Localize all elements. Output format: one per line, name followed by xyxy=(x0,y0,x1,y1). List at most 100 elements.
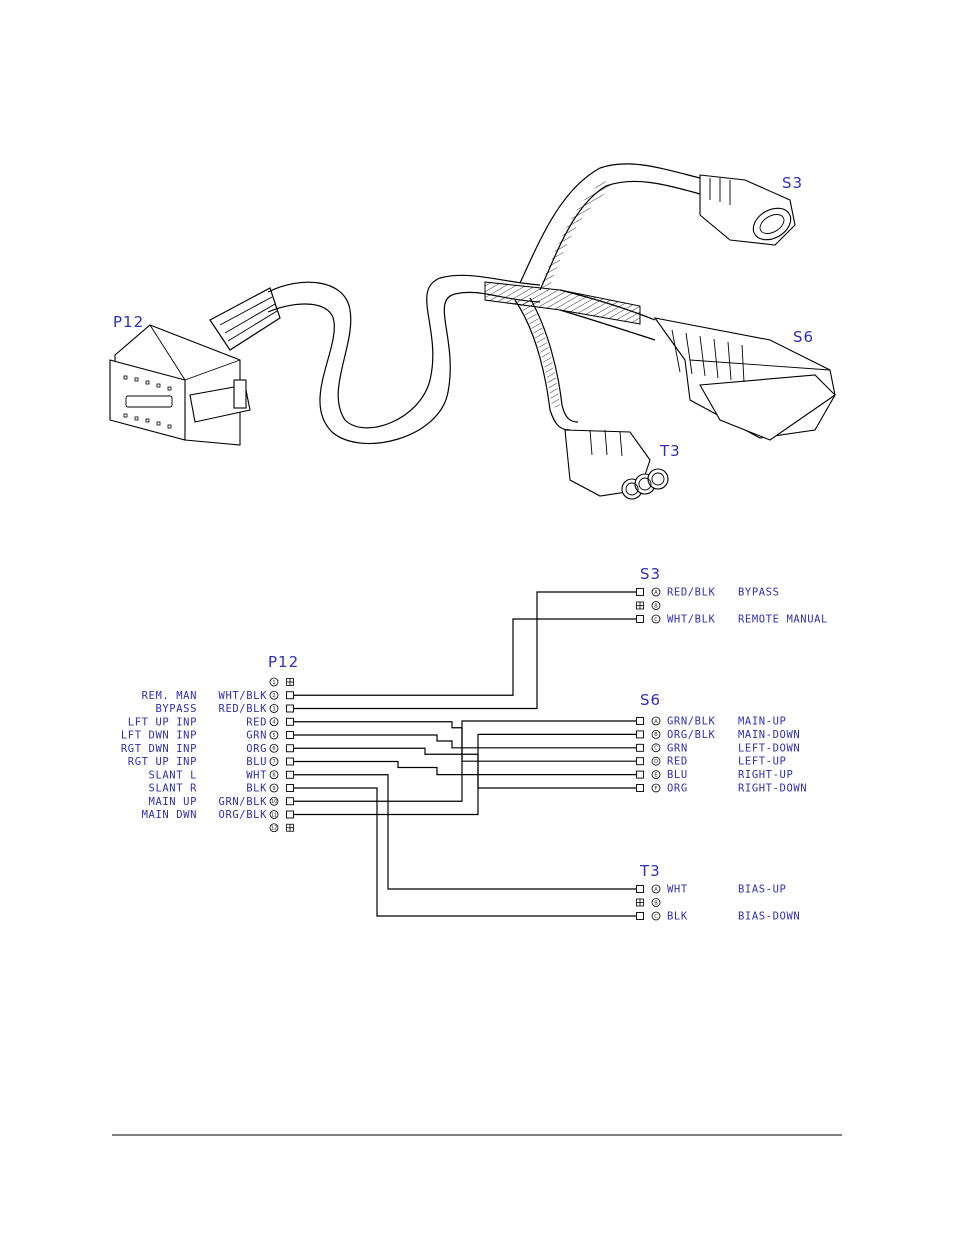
wire-P12-3-to-S3-A xyxy=(294,591,636,710)
p12-wire-color: RED xyxy=(246,716,267,728)
s3-title: S3 xyxy=(640,565,661,583)
s6-wire-color: BLU xyxy=(667,769,688,781)
p12-signal-label: BYPASS xyxy=(155,703,197,715)
pin-number: F xyxy=(655,786,658,792)
t3-function-label: BIAS-DOWN xyxy=(738,911,800,923)
p12-illustration-label: P12 xyxy=(113,313,144,331)
p12-wire-color: WHT xyxy=(246,769,267,781)
pin-number: A xyxy=(654,887,658,893)
p12-signal-label: LFT DWN INP xyxy=(121,730,197,742)
s3-connector-drawing xyxy=(699,174,796,246)
t3-function-label: BIAS-UP xyxy=(738,884,786,896)
pin-number: 9 xyxy=(272,786,275,792)
t3-wire-color: WHT xyxy=(667,884,688,896)
t3-pin-C: C xyxy=(636,911,661,921)
pin-number: 6 xyxy=(272,746,275,752)
s6-wire-color: GRN/BLK xyxy=(667,716,716,728)
wire-P12-10-to-S6-A xyxy=(294,720,636,802)
s6-function-label: MAIN-UP xyxy=(738,716,786,728)
t3-wire-color: BLK xyxy=(667,911,688,923)
s6-title: S6 xyxy=(640,691,661,709)
pin-number: 5 xyxy=(272,733,275,739)
pin-number: 11 xyxy=(271,812,277,818)
harness-cable xyxy=(209,163,701,445)
p12-pin-11: 11 xyxy=(269,810,294,819)
pin-number: E xyxy=(654,772,657,778)
p12-connector-drawing xyxy=(109,324,251,446)
t3-pin-A: A xyxy=(636,884,661,894)
pin-number: 2 xyxy=(272,693,275,699)
wire-P12-7-to-S6-E xyxy=(294,760,636,776)
s6-function-label: RIGHT-DOWN xyxy=(738,783,807,795)
p12-wire-color: GRN/BLK xyxy=(219,796,268,808)
p12-wire-color: BLK xyxy=(246,783,267,795)
wire-P12-4-to-S6-D xyxy=(294,721,636,762)
wire-P12-11-to-S6-B xyxy=(294,733,636,816)
s6-illustration-label: S6 xyxy=(793,328,814,346)
p12-signal-label: MAIN DWN xyxy=(142,809,197,821)
pin-number: B xyxy=(654,900,658,906)
t3-connector-drawing xyxy=(564,429,669,500)
p12-title: P12 xyxy=(268,653,299,671)
s3-illustration-label: S3 xyxy=(782,174,803,192)
p12-pin-5: 5 xyxy=(269,730,294,740)
wire-P12-9-to-T3-C xyxy=(294,787,636,917)
s6-function-label: RIGHT-UP xyxy=(738,769,793,781)
t3-pin-list: A WHT BIAS-UP B C BLK BIAS-DOWN xyxy=(636,884,800,923)
p12-pin-10: 10 xyxy=(269,796,294,806)
p12-signal-label: LFT UP INP xyxy=(128,716,197,728)
pin-number: 4 xyxy=(272,720,275,726)
pin-number: C xyxy=(654,914,658,920)
p12-signal-label: SLANT R xyxy=(149,783,198,795)
pin-number: 3 xyxy=(272,706,275,712)
p12-wire-color: GRN xyxy=(246,730,267,742)
p12-wire-color: ORG/BLK xyxy=(219,809,268,821)
harness-illustration: S3 S6 P12 T3 xyxy=(109,163,836,500)
p12-wire-color: ORG xyxy=(246,743,267,755)
wire-P12-2-to-S3-C xyxy=(294,618,636,696)
p12-wire-color: BLU xyxy=(246,756,267,768)
pin-number: C xyxy=(654,746,658,752)
pin-number: 8 xyxy=(272,773,275,779)
p12-signal-label: SLANT L xyxy=(149,769,197,781)
t3-pin-B: B xyxy=(636,898,661,907)
s6-wire-color: GRN xyxy=(667,742,688,754)
p12-signal-label: RGT UP INP xyxy=(128,756,197,768)
s3-pin-A: A xyxy=(636,587,661,597)
p12-pin-1: 1 xyxy=(269,677,294,687)
wire-P12-8-to-T3-A xyxy=(294,774,636,890)
pin-number: 7 xyxy=(272,759,275,765)
s6-pin-D: D xyxy=(636,756,661,766)
p12-pin-6: 6 xyxy=(269,743,294,753)
p12-pin-9: 9 xyxy=(269,783,294,793)
p12-signal-label: MAIN UP xyxy=(149,796,197,808)
s6-wire-color: ORG xyxy=(667,783,688,795)
s3-function-label: BYPASS xyxy=(738,587,780,599)
s6-pin-B: B xyxy=(636,730,661,739)
pin-number: C xyxy=(654,617,658,623)
p12-wire-color: RED/BLK xyxy=(219,703,268,715)
wire-P12-6-to-S6-F xyxy=(294,747,636,789)
p12-wire-color: WHT/BLK xyxy=(219,690,268,702)
p12-signal-label: REM. MAN xyxy=(142,690,197,702)
pin-number: A xyxy=(654,719,658,725)
s6-pin-A: A xyxy=(636,716,661,726)
s6-pin-F: F xyxy=(636,783,661,793)
pin-number: 12 xyxy=(271,826,277,832)
p12-pin-12: 12 xyxy=(269,823,294,833)
pin-number: B xyxy=(654,603,658,609)
wire-P12-5-to-S6-C xyxy=(294,734,636,749)
s3-pin-B: B xyxy=(636,601,661,610)
pin-number: D xyxy=(654,759,658,765)
s3-pin-C: C xyxy=(636,614,661,624)
s3-wire-color: RED/BLK xyxy=(667,587,716,599)
wire-traces xyxy=(294,591,636,917)
p12-signal-label: RGT DWN INP xyxy=(121,743,197,755)
t3-title: T3 xyxy=(639,862,661,880)
s3-wire-color: WHT/BLK xyxy=(667,614,716,626)
s6-wire-color: ORG/BLK xyxy=(667,729,716,741)
